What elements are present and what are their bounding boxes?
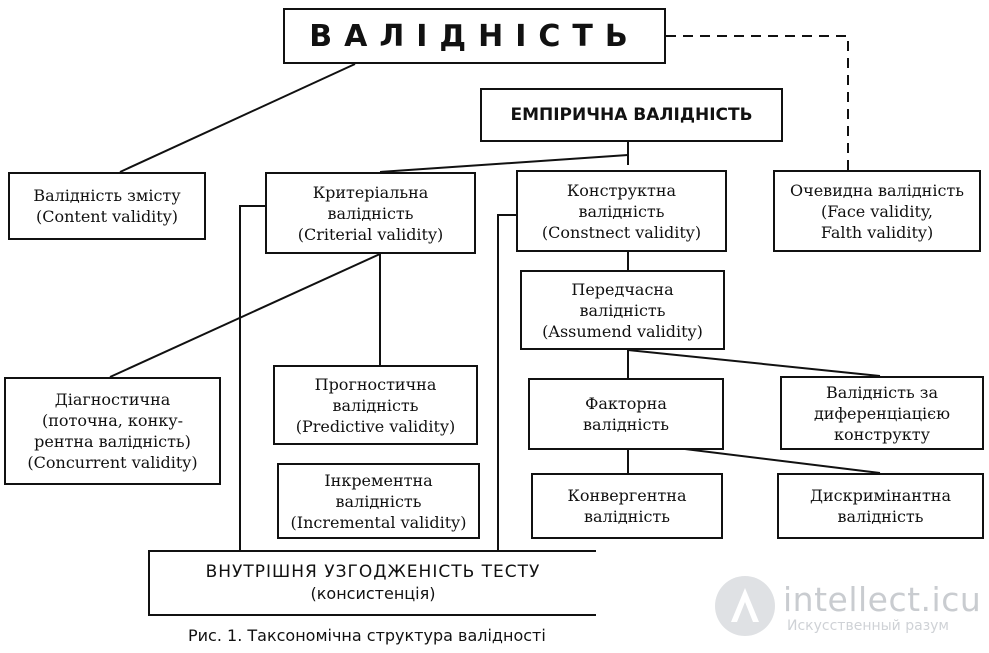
connector-title-content xyxy=(119,63,356,173)
discriminant-validity-line-1: Дискримінантна xyxy=(809,486,952,505)
connector-empirical-criterial xyxy=(379,154,629,173)
watermark-tagline: Искусственный разум xyxy=(787,618,949,634)
face-validity-line-3: Falth validity) xyxy=(820,222,934,242)
discriminant-validity-box: Дискримінантна валідність xyxy=(777,473,984,539)
factor-validity-line-2: валідність xyxy=(583,415,669,434)
construct-validity-line-2: валідність xyxy=(578,201,665,221)
internal-consistency-line-2: (консистенція) xyxy=(310,584,436,603)
predictive-validity-line-3: (Predictive validity) xyxy=(295,416,456,436)
internal-consistency-box: ВНУТРІШНЯ УЗГОДЖЕНІСТЬ ТЕСТУ (консистенц… xyxy=(148,550,596,616)
incremental-validity-box: Інкрементна валідність (Incremental vali… xyxy=(277,463,480,539)
assumed-validity-line-1: Передчасна xyxy=(571,279,674,299)
diagnostic-validity-line-1: Діагностична xyxy=(54,390,171,409)
empirical-validity-label: ЕМПІРИЧНА ВАЛІДНІСТЬ xyxy=(510,104,753,125)
construct-validity-line-1: Конструктна xyxy=(566,180,677,200)
content-validity-box: Валідність змісту (Content validity) xyxy=(8,172,206,240)
incremental-validity-line-1: Інкрементна xyxy=(324,470,433,490)
diagnostic-validity-line-3: рентна валідність) xyxy=(34,432,191,451)
criterial-validity-line-2: валідність xyxy=(327,203,414,223)
face-validity-line-2: (Face validity, xyxy=(821,201,933,221)
content-validity-line-1: Валідність змісту xyxy=(33,186,181,205)
assumed-validity-line-2: валідність xyxy=(579,300,666,320)
internal-consistency-line-1: ВНУТРІШНЯ УЗГОДЖЕНІСТЬ ТЕСТУ xyxy=(205,562,541,582)
assumed-validity-box: Передчасна валідність (Assumend validity… xyxy=(520,270,725,350)
watermark: intellect.icu Искусственный разум xyxy=(713,574,983,640)
differentiation-validity-line-2: диференціацією xyxy=(813,403,951,423)
construct-validity-line-3: (Constnect validity) xyxy=(541,222,702,242)
convergent-validity-box: Конвергентна валідність xyxy=(531,473,723,539)
predictive-validity-box: Прогностична валідність (Predictive vali… xyxy=(273,365,478,445)
convergent-validity-line-2: валідність xyxy=(584,507,670,526)
connector-criterial-diagnostic xyxy=(109,253,381,378)
empirical-validity-box: ЕМПІРИЧНА ВАЛІДНІСТЬ xyxy=(480,88,783,142)
face-validity-line-1: Очевидна валідність xyxy=(790,180,964,200)
watermark-name: intellect.icu xyxy=(783,580,982,619)
diagnostic-validity-box: Діагностична (поточна, конку- рентна вал… xyxy=(4,377,221,485)
connector-construct-internal xyxy=(497,214,516,550)
differentiation-validity-line-3: конструкту xyxy=(833,424,931,444)
assumed-validity-line-3: (Assumend validity) xyxy=(542,321,703,341)
incremental-validity-line-2: валідність xyxy=(335,491,422,511)
connector-criterial-internal xyxy=(239,205,265,550)
criterial-validity-line-3: (Criterial validity) xyxy=(297,224,444,244)
face-validity-box: Очевидна валідність (Face validity, Falt… xyxy=(773,170,981,252)
diagnostic-validity-line-2: (поточна, конку- xyxy=(41,411,184,430)
predictive-validity-line-1: Прогностична xyxy=(314,374,437,394)
validity-title-box: ВАЛІДНІСТЬ xyxy=(283,8,666,64)
connector-assumed-diff xyxy=(627,349,881,377)
factor-validity-line-1: Факторна xyxy=(585,394,667,413)
differentiation-validity-box: Валідність за диференціацією конструкту xyxy=(780,376,984,450)
factor-validity-box: Факторна валідність xyxy=(528,378,724,450)
content-validity-line-2: (Content validity) xyxy=(35,207,179,226)
differentiation-validity-line-1: Валідність за xyxy=(825,382,939,402)
predictive-validity-line-2: валідність xyxy=(332,395,419,415)
figure-caption: Рис. 1. Таксономічна структура валідност… xyxy=(188,626,546,645)
discriminant-validity-line-2: валідність xyxy=(837,507,924,526)
construct-validity-box: Конструктна валідність (Constnect validi… xyxy=(516,170,727,252)
convergent-validity-line-1: Конвергентна xyxy=(567,486,687,505)
diagnostic-validity-line-4: (Concurrent validity) xyxy=(27,453,198,472)
validity-title: ВАЛІДНІСТЬ xyxy=(309,18,640,54)
brain-logo-icon xyxy=(715,576,775,636)
criterial-validity-line-1: Критеріальна xyxy=(312,182,429,202)
incremental-validity-line-3: (Incremental validity) xyxy=(290,512,467,532)
criterial-validity-box: Критеріальна валідність (Criterial valid… xyxy=(265,172,476,254)
connector-title-face-dashed xyxy=(666,35,849,170)
